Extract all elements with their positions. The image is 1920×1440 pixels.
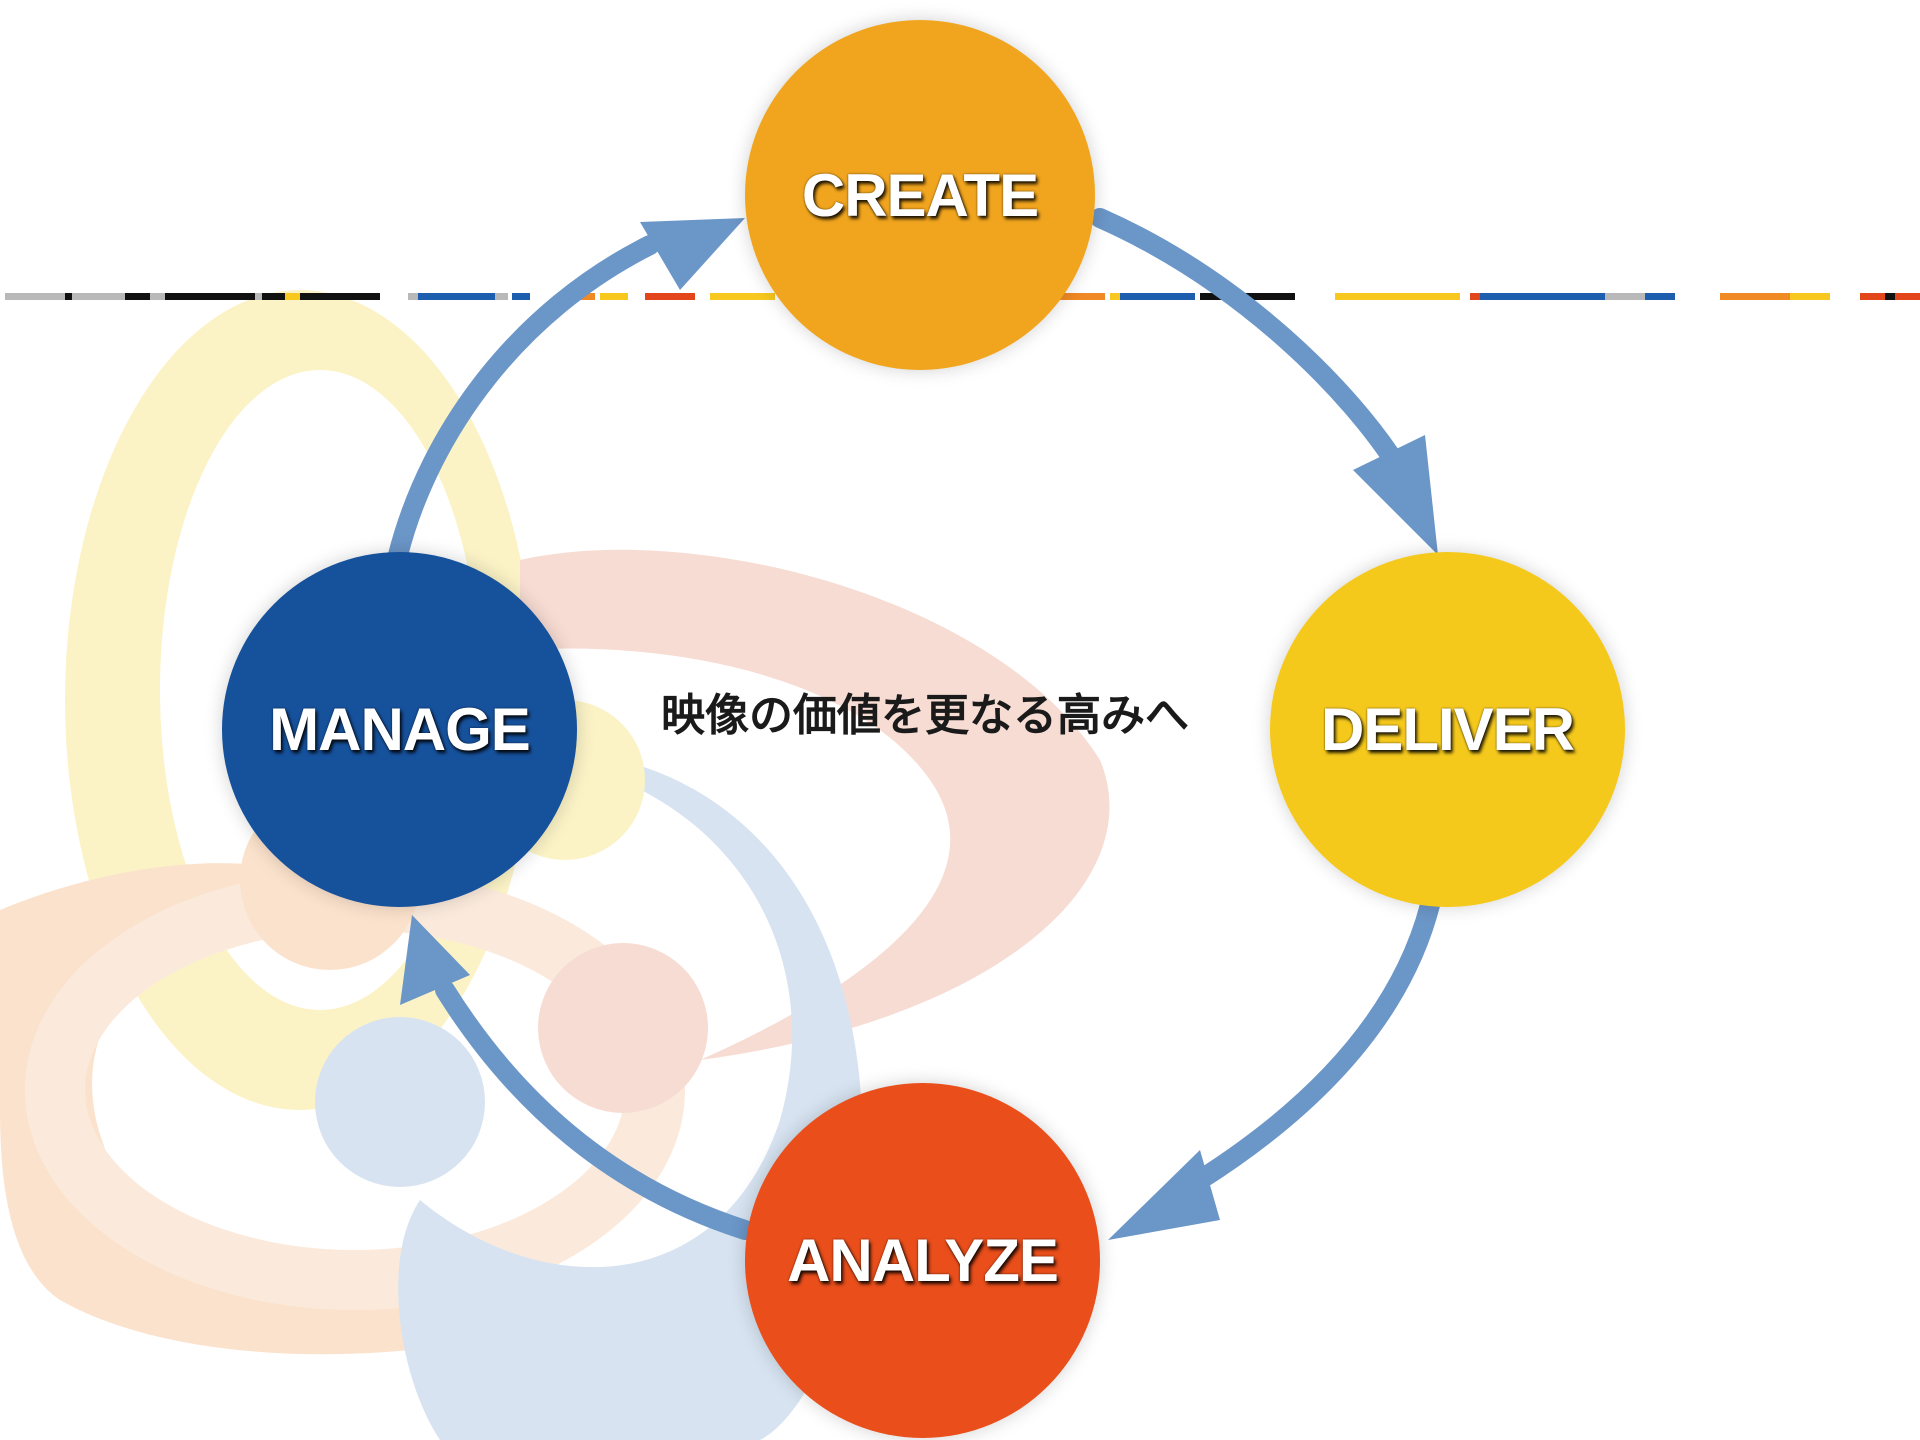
stripe-segment	[1885, 293, 1895, 300]
stripe-segment	[1895, 293, 1920, 300]
stripe-segment	[1060, 293, 1105, 300]
dashed-stripe	[5, 293, 1920, 300]
deliver-label: DELIVER	[1320, 696, 1575, 763]
stripe-segment	[645, 293, 695, 300]
arrowhead-manage	[400, 915, 470, 1005]
background-pink-dot	[538, 943, 708, 1113]
arrowhead-deliver	[1353, 435, 1438, 555]
stripe-segment	[418, 293, 495, 300]
stripe-segment	[65, 293, 72, 300]
arrowhead-analyze	[1108, 1150, 1220, 1240]
create-label: CREATE	[801, 161, 1039, 229]
analyze-label: ANALYZE	[787, 1227, 1059, 1294]
stripe-segment	[1470, 293, 1480, 300]
arrowheads	[400, 218, 1438, 1240]
stripe-segment	[150, 293, 165, 300]
manage-label: MANAGE	[269, 696, 531, 763]
cycle-arrows	[388, 208, 1440, 1240]
stripe-segment	[165, 293, 205, 300]
analyze-node: ANALYZE	[745, 1083, 1100, 1438]
stripe-segment	[512, 293, 530, 300]
stripe-segment	[1110, 293, 1120, 300]
stripe-segment	[1605, 293, 1645, 300]
arrowhead-create	[640, 218, 745, 290]
stripe-segment	[1120, 293, 1195, 300]
stripe-segment	[1645, 293, 1675, 300]
stripe-segment	[205, 293, 255, 300]
stripe-segment	[300, 293, 380, 300]
arrow-analyze-to-manage	[435, 980, 755, 1240]
stripe-segment	[1720, 293, 1790, 300]
stripe-segment	[1245, 293, 1295, 300]
arrow-create-to-deliver	[1090, 208, 1410, 480]
stripe-segment	[285, 293, 300, 300]
stripe-segment	[5, 293, 65, 300]
stripe-segment	[125, 293, 150, 300]
stripe-segment	[1790, 293, 1830, 300]
stripe-segment	[710, 293, 775, 300]
stripe-segment	[262, 293, 285, 300]
deliver-node: DELIVER	[1270, 552, 1625, 907]
background-pink-swirl	[520, 549, 1110, 1060]
stripe-segment	[1860, 293, 1885, 300]
manage-node: MANAGE	[222, 552, 577, 907]
stripe-segment	[408, 293, 418, 300]
stripe-segment	[72, 293, 125, 300]
center-caption: 映像の価値を更なる高みへ	[661, 690, 1189, 741]
background-blue-dot	[315, 1017, 485, 1187]
arrow-manage-to-create	[388, 235, 660, 565]
stripe-segment	[1335, 293, 1460, 300]
arrow-deliver-to-analyze	[1190, 895, 1440, 1190]
stripe-segment	[600, 293, 628, 300]
stripe-segment	[1480, 293, 1605, 300]
stripe-segment	[255, 293, 262, 300]
create-node: CREATE	[745, 20, 1095, 370]
stripe-segment	[495, 293, 508, 300]
